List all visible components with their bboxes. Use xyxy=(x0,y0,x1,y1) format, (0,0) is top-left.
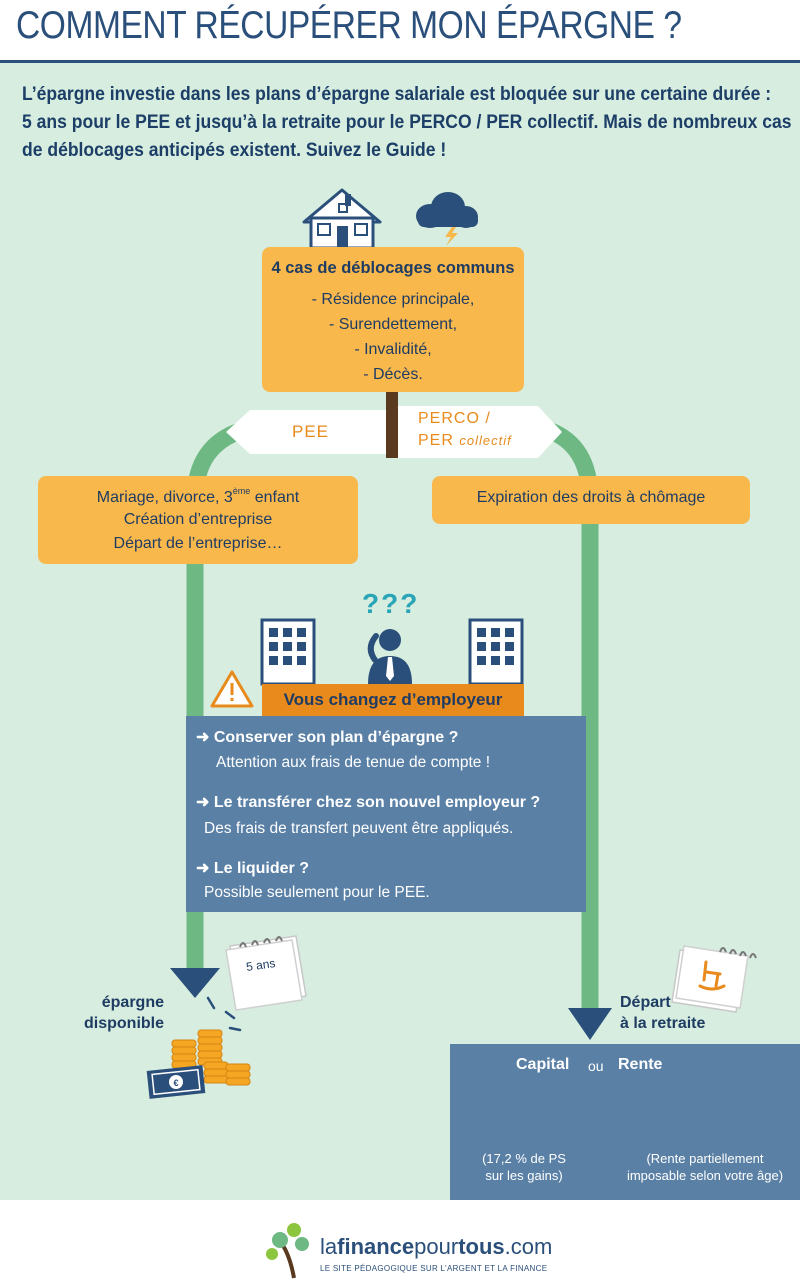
right-outcome-line-1: Départ xyxy=(620,994,671,1011)
payout-box: Capital ou Rente (17,2 % de PS sur les g… xyxy=(450,1044,800,1200)
arrow-right-icon: ➜ xyxy=(196,729,214,746)
common-cases-title: 4 cas de déblocages communs xyxy=(271,259,515,277)
left-outcome-line-2: disponible xyxy=(84,1015,164,1032)
arrow-right-icon: ➜ xyxy=(196,794,214,811)
perco-cases-box: Expiration des droits à chômage xyxy=(432,476,750,524)
option-1-title: ➜ Conserver son plan d’épargne ? xyxy=(196,727,458,747)
left-outcome-label: épargne disponible xyxy=(76,992,164,1034)
rente-label: Rente xyxy=(618,1056,663,1073)
office-building-right-icon xyxy=(468,618,524,686)
option-title-text: Le liquider ? xyxy=(213,860,309,877)
pee-case-line-2: Création d’entreprise xyxy=(123,511,273,528)
left-outcome-line-1: épargne xyxy=(101,994,164,1011)
option-2-title: ➜ Le transférer chez son nouvel employeu… xyxy=(196,792,540,812)
signpost-perco-label: PERCO / xyxy=(418,410,491,427)
logo-part: tous xyxy=(458,1234,505,1259)
pee-case-line-1: Mariage, divorce, 3ème enfant xyxy=(38,486,358,507)
option-3-desc: Possible seulement pour le PEE. xyxy=(204,884,430,901)
logo-part: finance xyxy=(337,1234,415,1259)
pee-cases-box: Mariage, divorce, 3ème enfant Création d… xyxy=(38,476,358,564)
capital-note-line: sur les gains) xyxy=(485,1168,563,1183)
right-outcome-line-2: à la retraite xyxy=(620,1015,706,1032)
logo-text: lafinancepourtous.com xyxy=(320,1234,552,1260)
retirement-calendar-icon xyxy=(671,945,757,1013)
perco-case-text: Expiration des droits à chômage xyxy=(476,489,706,506)
question-marks: ??? xyxy=(362,588,420,619)
house-icon xyxy=(302,188,382,250)
page-title: COMMENT RÉCUPÉRER MON ÉPARGNE ? xyxy=(16,4,682,47)
thinking-person-icon xyxy=(367,629,412,684)
common-case-item: - Surendettement, xyxy=(328,316,458,333)
signpost-right-arrow xyxy=(398,406,562,458)
calendar-icon xyxy=(225,935,307,1011)
coin-stack-icon xyxy=(171,1029,251,1086)
title-rule xyxy=(0,60,800,63)
pee-case-text: Mariage, divorce, 3 xyxy=(96,489,233,506)
employer-options-box: ➜ Conserver son plan d’épargne ? Attenti… xyxy=(186,716,586,912)
rente-note: (Rente partiellement imposable selon vot… xyxy=(614,1150,796,1184)
rente-note-line: imposable selon votre âge) xyxy=(626,1168,784,1183)
sparkle-lines-left xyxy=(206,996,242,1032)
option-title-text: Conserver son plan d’épargne ? xyxy=(213,729,459,746)
signpost-collectif-label: collectif xyxy=(459,433,512,448)
logo-part: la xyxy=(320,1234,338,1259)
logo-part: pour xyxy=(414,1234,459,1259)
option-title-text: Le transférer chez son nouvel employeur … xyxy=(213,794,541,811)
signpost-per-label: PER xyxy=(418,432,460,449)
warning-icon xyxy=(210,670,254,708)
signpost-per-collectif-label: PER collectif xyxy=(418,432,512,450)
or-label: ou xyxy=(588,1058,604,1074)
signpost-left-arrow xyxy=(226,410,386,454)
intro-line: 5 ans pour le PEE et jusqu’à la retraite… xyxy=(22,111,792,133)
office-building-left-icon xyxy=(260,618,316,686)
common-case-item: - Invalidité, xyxy=(354,341,432,358)
storm-cloud-icon xyxy=(416,192,478,246)
left-arrow-icon xyxy=(170,968,220,998)
banknote-icon: € xyxy=(146,1065,206,1099)
capital-note: (17,2 % de PS sur les gains) xyxy=(450,1150,598,1184)
common-cases-box: 4 cas de déblocages communs - Résidence … xyxy=(262,247,524,392)
signpost-pole xyxy=(386,392,398,458)
title-bar xyxy=(0,0,800,62)
capital-label: Capital xyxy=(516,1056,570,1073)
svg-text:€: € xyxy=(173,1078,178,1088)
option-2-desc: Des frais de transfert peuvent être appl… xyxy=(204,820,514,837)
right-outcome-label: Départ à la retraite xyxy=(620,992,705,1034)
pee-case-sup: ème xyxy=(232,486,251,496)
option-1-desc: Attention aux frais de tenue de compte ! xyxy=(216,754,491,771)
logo-tree-icon xyxy=(266,1223,309,1279)
pee-case-text: enfant xyxy=(250,489,300,506)
intro-line: L’épargne investie dans les plans d’épar… xyxy=(22,83,772,105)
arrow-right-icon: ➜ xyxy=(196,860,214,877)
intro-text: L’épargne investie dans les plans d’épar… xyxy=(22,80,792,164)
logo-tagline: LE SITE PÉDAGOGIQUE SUR L’ARGENT ET LA F… xyxy=(320,1264,548,1273)
intro-line: de déblocages anticipés existent. Suivez… xyxy=(22,139,447,161)
common-case-item: - Décès. xyxy=(363,366,423,383)
signpost-pee-label: PEE xyxy=(292,422,330,441)
common-case-item: - Résidence principale, xyxy=(311,291,475,308)
pee-case-line-3: Départ de l’entreprise… xyxy=(113,535,283,552)
capital-note-line: (17,2 % de PS xyxy=(482,1151,566,1166)
right-arrow-icon xyxy=(568,1008,612,1040)
option-3-title: ➜ Le liquider ? xyxy=(196,858,309,878)
logo-part: .com xyxy=(504,1234,553,1259)
employer-change-label: Vous changez d’employeur xyxy=(262,684,524,716)
rente-note-line: (Rente partiellement xyxy=(646,1151,764,1166)
